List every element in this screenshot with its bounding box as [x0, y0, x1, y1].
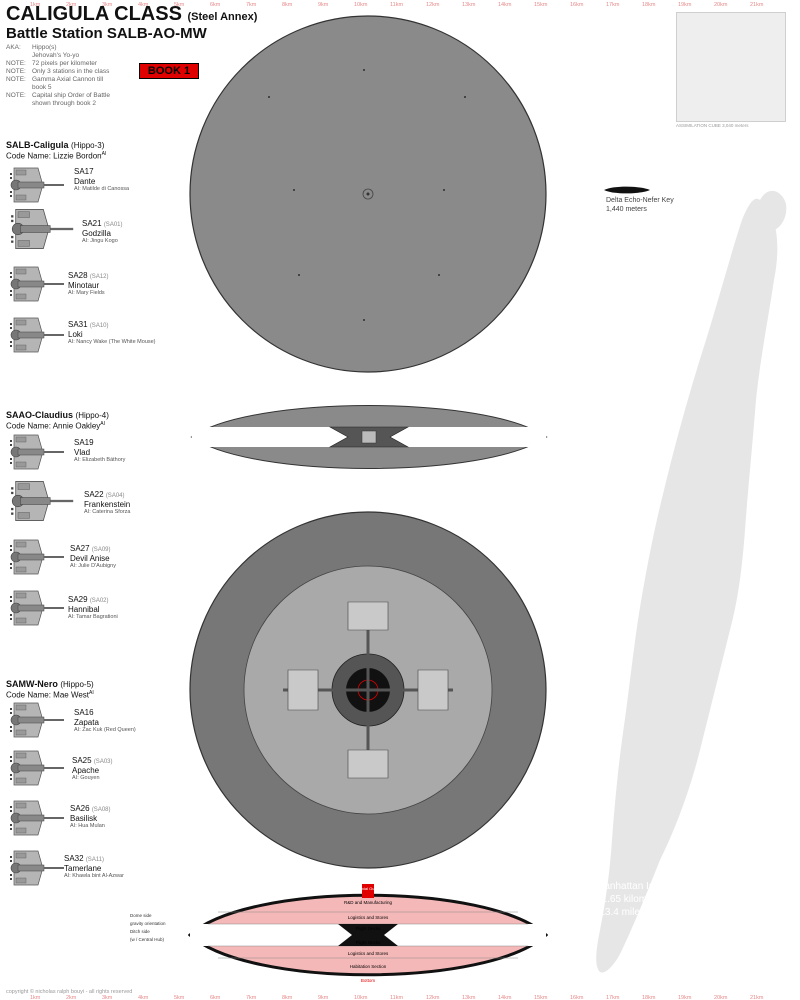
- page-title: CALIGULA CLASS (Steel Annex): [6, 3, 258, 25]
- ruler-tick-label: 12km: [426, 2, 440, 8]
- section-label: Habitation Section: [350, 964, 387, 969]
- title-suffix: (Steel Annex): [187, 11, 258, 23]
- ruler-tick-label: 18km: [642, 995, 656, 1000]
- ruler-tick-label: 21km: [750, 2, 764, 8]
- notes-block: AKA:Hippo(s) Jehovah's Yo-yo NOTE:72 pix…: [6, 44, 110, 108]
- annex-ship-icon: [6, 748, 66, 788]
- section-label: R&D and Manufacturing: [344, 900, 393, 905]
- page-subtitle: Battle Station SALB-AO-MW: [6, 25, 207, 42]
- ruler-tick-label: 3km: [102, 995, 113, 1000]
- ruler-tick-label: 2km: [66, 995, 77, 1000]
- ruler-tick-label: 13km: [462, 995, 476, 1000]
- top-scale-ruler: 1km 2km 3km 4km 5km 6km 7km 8km 9km 10km 11km 12km 1…: [30, 2, 764, 8]
- section-label: Bottom: [361, 978, 376, 983]
- note-row: AKA:Hippo(s): [6, 44, 57, 51]
- note-row: NOTE:72 pixels per kilometer: [6, 60, 98, 67]
- station-cross-section: Axial Gun R&D and Manufacturing Logistic…: [188, 884, 548, 983]
- cross-section-side-labels: Dome side gravity orientation Ditch side…: [130, 912, 166, 944]
- ruler-tick-label: 4km: [138, 2, 149, 8]
- ruler-tick-label: 8km: [282, 995, 293, 1000]
- annex-ship-icon: [6, 478, 76, 524]
- ruler-tick-label: 15km: [534, 2, 548, 8]
- manhattan-island-silhouette: [596, 190, 787, 973]
- ruler-tick-label: 21km: [750, 995, 764, 1000]
- annex-ship-icon: [6, 312, 66, 358]
- assimilation-cube: [676, 12, 786, 122]
- ruler-tick-label: 7km: [246, 2, 257, 8]
- group-title-caligula: SALB-Caligula (Hippo-3): [6, 140, 105, 150]
- ruler-tick-label: 10km: [354, 995, 368, 1000]
- note-row: shown through book 2: [32, 100, 96, 107]
- annex-ship-icon: [6, 845, 66, 891]
- ruler-tick-label: 11km: [390, 2, 403, 8]
- group-title-claudius: SAAO-Claudius (Hippo-4): [6, 410, 109, 420]
- annex-ship-icon: [6, 535, 66, 579]
- note-row: book 5: [32, 84, 52, 91]
- section-label: Logistics and Stores: [348, 951, 389, 956]
- annex-ship-icon: [6, 264, 66, 304]
- copyright-credit: copyright © nicholas ralph bouyi - all r…: [6, 989, 133, 995]
- ruler-tick-label: 15km: [534, 995, 548, 1000]
- ruler-tick-label: 5km: [174, 995, 185, 1000]
- note-row: NOTE:Gamma Axial Cannon till: [6, 76, 104, 83]
- ruler-tick-label: 19km: [678, 995, 692, 1000]
- ruler-tick-label: 1km: [30, 2, 41, 8]
- side-label: Ditch side: [130, 929, 150, 934]
- ruler-tick-label: 14km: [498, 995, 512, 1000]
- side-label: gravity orientation: [130, 921, 166, 926]
- ruler-tick-label: 7km: [246, 995, 257, 1000]
- codename-caligula: Code Name: Lizzie BordonAI: [6, 151, 107, 161]
- ruler-tick-label: 5km: [174, 2, 185, 8]
- cross-section-badge: Axial Gun: [359, 886, 376, 891]
- ruler-tick-label: 19km: [678, 2, 692, 8]
- ruler-tick-label: 9km: [318, 2, 329, 8]
- note-row: NOTE:Capital ship Order of Battle: [6, 92, 111, 99]
- book-badge: BOOK 1: [139, 63, 199, 79]
- annex-ship-icon: [6, 165, 66, 205]
- codename-nero: Code Name: Mae WestAI: [6, 690, 94, 700]
- ruler-tick-label: 6km: [210, 2, 221, 8]
- codename-claudius: Code Name: Annie OakleyAI: [6, 421, 106, 431]
- annex-ship-icon: [6, 796, 66, 840]
- ruler-tick-label: 17km: [606, 2, 620, 8]
- ruler-tick-label: 1km: [30, 995, 41, 1000]
- ruler-tick-label: 20km: [714, 995, 728, 1000]
- ruler-tick-label: 16km: [570, 2, 584, 8]
- bottom-scale-ruler: 1km 2km 3km 4km 5km 6km 7km 8km 9km 10km 11km 12km 1…: [30, 995, 764, 1000]
- ruler-tick-label: 20km: [714, 2, 728, 8]
- side-label: Dome side: [130, 913, 152, 918]
- ruler-tick-label: 14km: [498, 2, 512, 8]
- section-label: Flight Decks: [356, 926, 382, 931]
- annex-ship-icon: [6, 700, 66, 740]
- station-bottom-view-disc: [189, 511, 547, 869]
- annex-ship-icon: [6, 206, 76, 252]
- station-side-view: [190, 405, 548, 469]
- ruler-tick-label: 2km: [66, 2, 77, 8]
- ruler-tick-label: 3km: [102, 2, 113, 8]
- annex-ship-icon: [6, 585, 66, 631]
- ruler-tick-label: 4km: [138, 995, 149, 1000]
- ruler-tick-label: 17km: [606, 995, 620, 1000]
- assimilation-cube-label: ASSIMILATION CUBE 3,040 meters: [676, 123, 749, 128]
- ruler-tick-label: 10km: [354, 2, 368, 8]
- key-ship-icon: [604, 186, 650, 194]
- station-top-view-disc: [189, 15, 547, 373]
- ruler-tick-label: 11km: [390, 995, 403, 1000]
- ruler-tick-label: 9km: [318, 995, 329, 1000]
- ruler-tick-label: 12km: [426, 995, 440, 1000]
- section-label: Logistics and Stores: [348, 915, 389, 920]
- ruler-tick-label: 16km: [570, 995, 584, 1000]
- ruler-tick-label: 8km: [282, 2, 293, 8]
- ruler-tick-label: 6km: [210, 995, 221, 1000]
- manhattan-label: Manhattan Island 21.65 kilometers (13.4 …: [596, 881, 673, 918]
- side-label: (w / Central Hub): [130, 937, 165, 942]
- ruler-tick-label: 18km: [642, 2, 656, 8]
- annex-ship-icon: [6, 432, 66, 472]
- group-title-nero: SAMW-Nero (Hippo-5): [6, 679, 94, 689]
- ruler-tick-label: 13km: [462, 2, 476, 8]
- note-row: Jehovah's Yo-yo: [32, 52, 80, 59]
- key-ship-label: Delta Echo-Nefer Key 1,440 meters: [606, 197, 674, 213]
- note-row: NOTE:Only 3 stations in the class: [6, 68, 110, 75]
- section-label: Flight Decks: [356, 940, 382, 945]
